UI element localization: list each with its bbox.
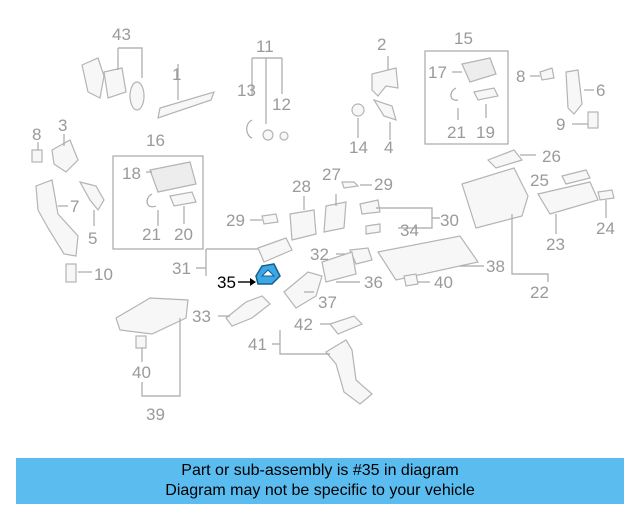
part-42-shape [328, 315, 364, 335]
callout-13: 13 [237, 81, 256, 100]
callout-41: 41 [248, 335, 267, 354]
banner-line-1: Part or sub-assembly is #35 in diagram [181, 462, 459, 479]
callout-12: 12 [272, 95, 291, 114]
part-2-shape [371, 67, 399, 97]
callout-33: 33 [192, 307, 211, 326]
part-8-shape-left [31, 149, 43, 163]
callout-9: 9 [556, 115, 565, 134]
callout-42: 42 [294, 315, 313, 334]
part-23-shape [537, 181, 599, 215]
callout-36: 36 [364, 273, 383, 292]
callout-40-left: 40 [132, 363, 151, 382]
callout-19: 19 [476, 123, 495, 142]
callout-11: 11 [256, 37, 274, 56]
callout-2: 2 [377, 35, 386, 54]
callout-6: 6 [596, 81, 605, 100]
callout-15: 15 [454, 29, 473, 48]
callout-14: 14 [349, 138, 368, 157]
part-30-shape [359, 199, 381, 215]
part-35-highlight [255, 263, 281, 285]
part-39-shape [115, 297, 189, 335]
callout-20: 20 [174, 225, 193, 244]
part-29-shape-a [261, 213, 279, 225]
sub-assembly-box-15 [424, 50, 509, 145]
part-18-shape-b [149, 161, 197, 193]
part-14-shape [351, 103, 365, 117]
callout-38: 38 [486, 257, 505, 276]
callout-29-left: 29 [226, 211, 245, 230]
part-36-shape [321, 251, 357, 283]
callout-3: 3 [58, 116, 67, 135]
part-10-shape [65, 263, 77, 283]
part-6-shape [565, 69, 583, 115]
callout-28: 28 [292, 177, 311, 196]
part-7-shape [35, 179, 79, 257]
callout-22: 22 [530, 283, 549, 302]
part-9-shape [587, 111, 599, 129]
callout-30: 30 [440, 211, 459, 230]
part-38-shape [377, 235, 480, 281]
callout-27: 27 [322, 165, 341, 184]
callout-18: 18 [122, 164, 141, 183]
callout-7: 7 [70, 197, 79, 216]
callout-1: 1 [172, 65, 181, 84]
part-27-shape [323, 201, 347, 233]
part-22-shape [461, 167, 529, 229]
part-3-shape [51, 139, 79, 173]
part-40-shape-left [135, 335, 147, 349]
part-28-shape [289, 209, 317, 241]
callout-31: 31 [172, 259, 191, 278]
part-4-shape [372, 98, 397, 121]
callout-4: 4 [384, 138, 393, 157]
callout-10: 10 [94, 265, 113, 284]
part-41-shape [325, 339, 373, 405]
part-31-shape [257, 237, 293, 263]
part-8-shape-right [539, 67, 555, 81]
part-32-shape [349, 247, 373, 265]
callout-32: 32 [310, 245, 329, 264]
banner-line-2: Diagram may not be specific to your vehi… [165, 482, 475, 499]
part-1-shape [157, 91, 215, 119]
part-24-shape [597, 189, 615, 201]
part-37-shape [283, 271, 323, 309]
callout-34: 34 [400, 221, 419, 240]
callout-25: 25 [530, 171, 549, 190]
part-43-shape [81, 47, 145, 111]
callout-35: 35 [217, 273, 236, 292]
part-26-shape [486, 149, 524, 169]
callout-5: 5 [88, 229, 97, 248]
part-25-shape [561, 169, 591, 185]
callout-8-left: 8 [32, 125, 41, 144]
callout-37: 37 [318, 293, 337, 312]
part-18-shape-a [461, 57, 497, 83]
callout-21-left: 21 [142, 225, 161, 244]
callout-39: 39 [146, 405, 165, 424]
callout-17: 17 [428, 63, 447, 82]
callout-21-right: 21 [447, 123, 466, 142]
callout-26: 26 [542, 147, 561, 166]
info-banner: Part or sub-assembly is #35 in diagram D… [16, 458, 624, 504]
part-29-shape-b [341, 181, 360, 189]
part-5-shape [78, 181, 105, 212]
callout-8-right: 8 [516, 67, 525, 86]
callout-40-right: 40 [434, 273, 453, 292]
part-33-shape [225, 295, 271, 327]
part-11-group [246, 57, 289, 141]
part-34-shape [365, 223, 381, 235]
callout-16: 16 [146, 131, 165, 150]
part-40-shape-right [403, 273, 419, 287]
callout-24: 24 [596, 219, 615, 238]
callout-23: 23 [546, 235, 565, 254]
sub-assembly-box-16 [112, 155, 204, 250]
callout-43: 43 [112, 25, 131, 44]
callout-29-right: 29 [374, 175, 393, 194]
